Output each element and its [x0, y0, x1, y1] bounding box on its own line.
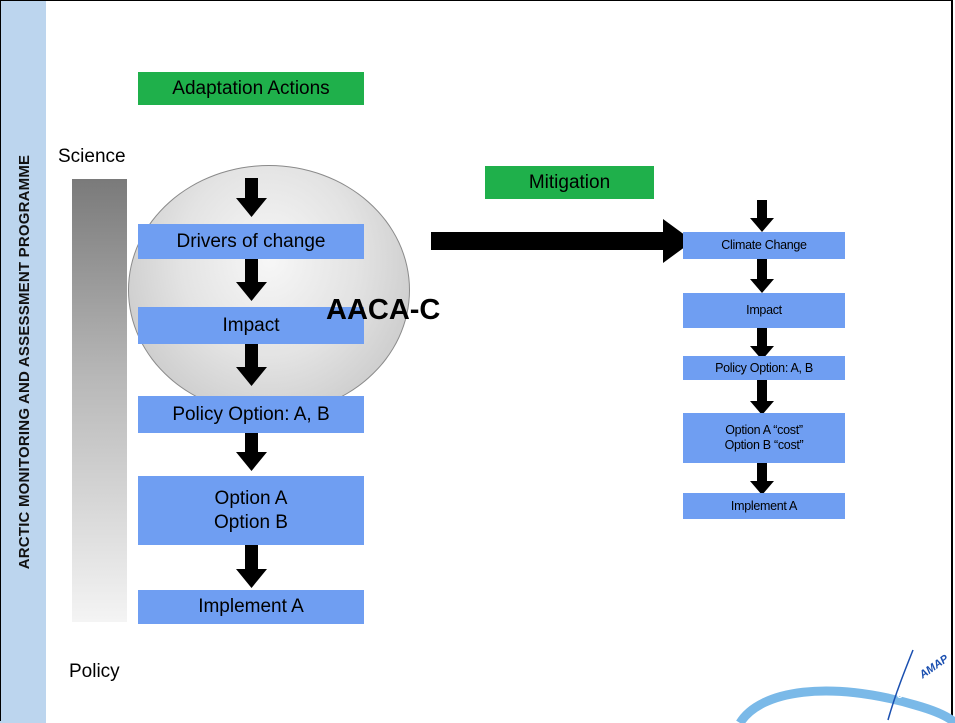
climate-change-text: Climate Change [721, 238, 807, 252]
left-arrows [236, 178, 267, 588]
arrow-down-icon [236, 545, 267, 588]
mitigation-label: Mitigation [485, 166, 654, 199]
page-number: 8 [897, 690, 903, 701]
drivers-of-change-box: Drivers of change [138, 224, 364, 259]
implement-a-text: Implement A [198, 596, 304, 617]
option-a-cost-text: Option A “cost” [725, 423, 803, 437]
aaca-c-ellipse [128, 165, 410, 415]
right-impact-box: Impact [683, 293, 845, 328]
right-arrows [750, 200, 774, 495]
arrow-down-icon [236, 178, 267, 217]
right-implement-a-text: Implement A [730, 498, 798, 513]
right-policy-option-box: Policy Option: A, B [683, 356, 845, 380]
impact-box: Impact [138, 307, 364, 344]
arrow-down-icon [750, 328, 774, 360]
adaptation-actions-label: Adaptation Actions [138, 72, 364, 105]
climate-change-box: Climate Change [683, 232, 845, 259]
arrow-down-icon [750, 200, 774, 232]
policy-label: Policy [69, 661, 120, 682]
sidebar: ARCTIC MONITORING AND ASSESSMENT PROGRAM… [0, 0, 46, 723]
arrow-down-icon [750, 259, 774, 293]
policy-option-box: Policy Option: A, B [138, 396, 364, 433]
right-impact-text: Impact [746, 303, 782, 317]
science-policy-gradient-bar [72, 179, 127, 622]
option-b-text: Option B [214, 511, 288, 533]
arrow-down-icon [236, 344, 267, 386]
option-a-text: Option A [214, 487, 288, 509]
aaca-c-label: AACA-C [326, 294, 441, 326]
arrow-down-icon [750, 380, 774, 415]
option-cost-box: Option A “cost” Option B “cost” [683, 413, 845, 463]
amap-logo-arc [736, 686, 955, 723]
arrow-right-icon [431, 219, 693, 263]
drivers-of-change-text: Drivers of change [176, 230, 326, 252]
right-implement-a-box: Implement A [683, 493, 845, 519]
arrow-down-icon [236, 433, 267, 471]
arrow-down-icon [236, 259, 267, 301]
implement-a-box: Implement A [138, 590, 364, 624]
option-b-cost-text: Option B “cost” [724, 438, 804, 452]
science-label: Science [58, 146, 126, 167]
impact-text: Impact [222, 314, 280, 336]
option-a-b-box: Option A Option B [138, 476, 364, 545]
arrow-down-icon [750, 463, 774, 495]
right-policy-option-text: Policy Option: A, B [715, 360, 813, 375]
amap-logo-line [887, 649, 914, 721]
policy-option-text: Policy Option: A, B [172, 403, 330, 425]
